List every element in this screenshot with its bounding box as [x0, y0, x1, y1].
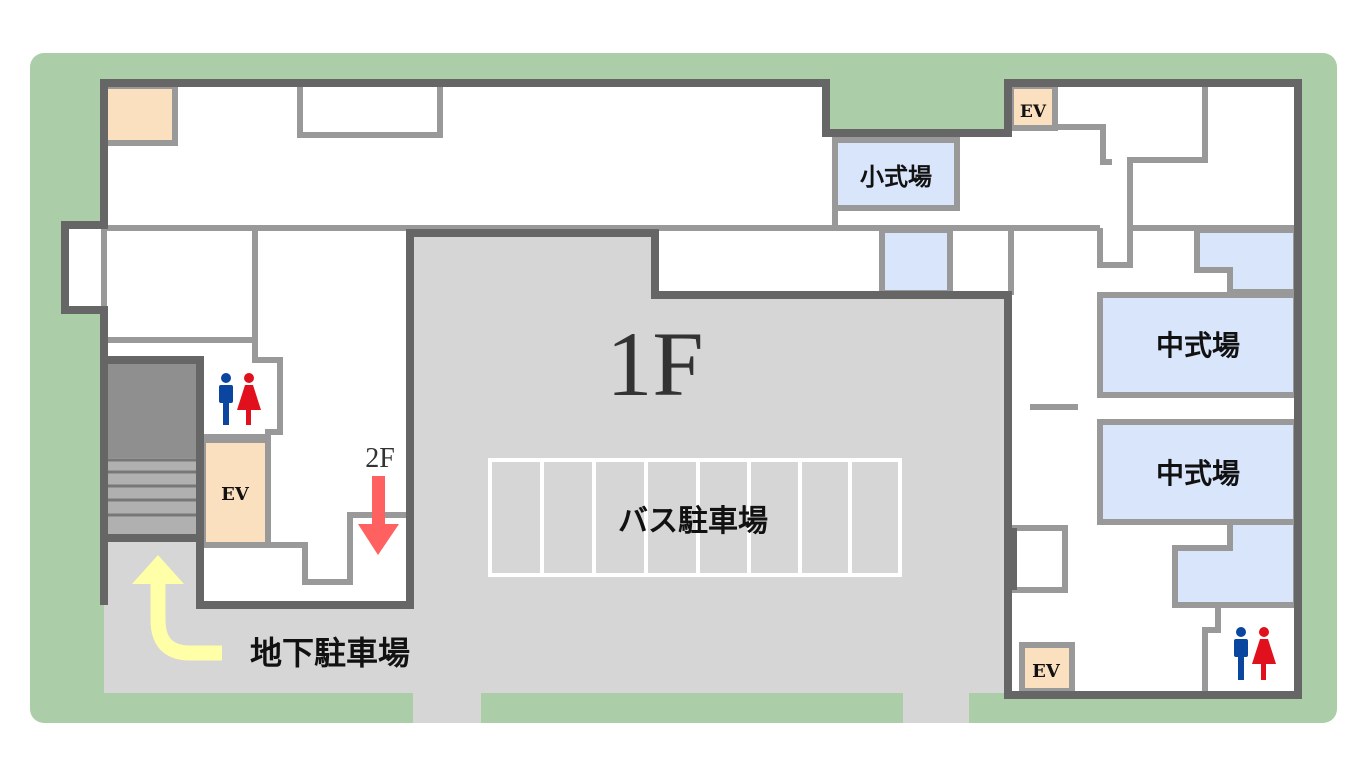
- building-floor: [65, 83, 1298, 695]
- stairs-up-label: 2F: [365, 443, 395, 474]
- small-hall-label: 小式場: [860, 162, 932, 191]
- medium-hall-2[interactable]: [1097, 419, 1299, 525]
- stairs: [104, 360, 200, 540]
- blue-room-small: [879, 227, 953, 296]
- bus-parking-label: バス駐車場: [618, 504, 768, 539]
- elevator-bottom-right-label: EV: [1032, 661, 1061, 682]
- outer-walls: [61, 79, 1302, 699]
- storage-peach: [102, 83, 178, 146]
- floor-label: 1F: [606, 313, 703, 415]
- small-hall[interactable]: [832, 137, 960, 211]
- elevator-top-right-label: EV: [1020, 102, 1047, 122]
- inner-walls: [101, 86, 1296, 695]
- medium-hall-1-label: 中式場: [1156, 329, 1240, 362]
- medium-hall-2-label: 中式場: [1156, 457, 1240, 490]
- restroom-icon-right: [1234, 627, 1276, 680]
- entry-arrow-icon: [132, 555, 222, 661]
- restroom-icon-left: [219, 373, 261, 425]
- bus-parking-spaces: [488, 458, 902, 577]
- up-to-2f-arrow-icon: [358, 476, 399, 555]
- elevator-left-label: EV: [221, 484, 250, 505]
- underground-parking-label: 地下駐車場: [250, 634, 410, 672]
